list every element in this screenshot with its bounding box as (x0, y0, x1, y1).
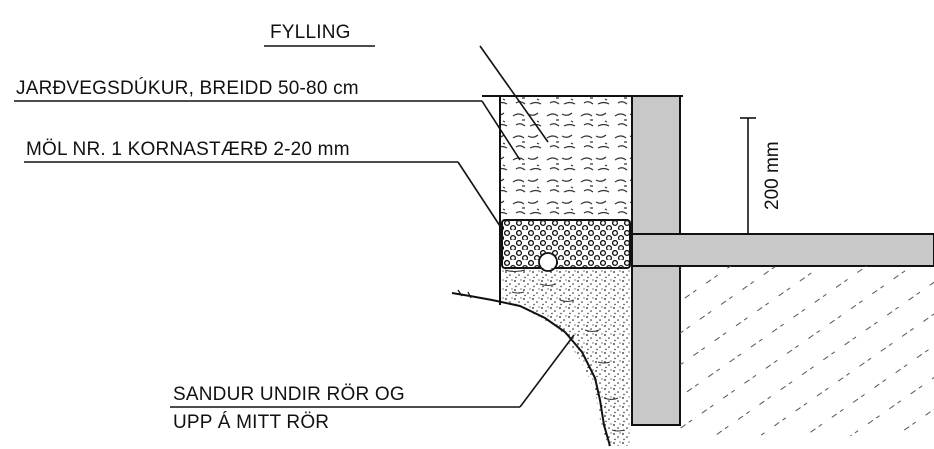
label-gravel: MÖL NR. 1 KORNASTÆRÐ 2-20 mm (26, 139, 350, 160)
leader-lines (14, 45, 575, 408)
sand-region (502, 268, 630, 446)
fill-region (499, 96, 632, 305)
dimension-label: 200 mm (762, 141, 783, 210)
label-sand-line2: UPP Á MITT RÖR (173, 412, 330, 433)
floor-slab (631, 233, 934, 267)
dimension-200mm (740, 117, 756, 234)
gravel-layer (501, 219, 631, 269)
ground-line (451, 289, 611, 447)
under-slab-fill (680, 266, 934, 436)
label-geotextile: JARÐVEGSDÚKUR, BREIDD 50-80 cm (16, 78, 359, 99)
label-fill: FYLLING (270, 22, 351, 43)
label-sand-line1: SANDUR UNDIR RÖR OG (173, 384, 405, 405)
